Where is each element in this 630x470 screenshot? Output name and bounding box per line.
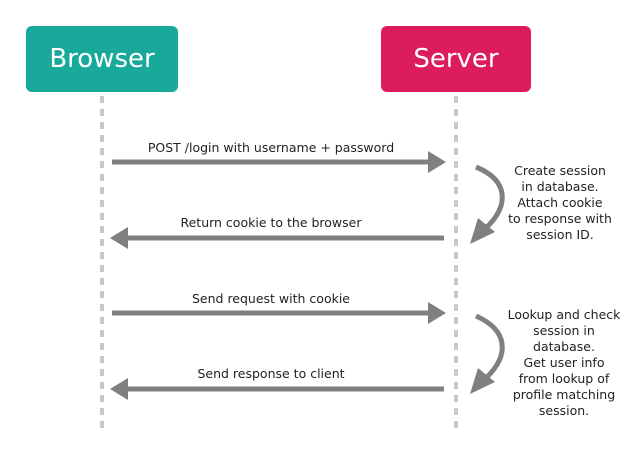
note-line: in database. xyxy=(521,179,599,194)
note-line: Create session xyxy=(514,163,606,178)
server-actor: Server xyxy=(381,26,531,92)
process-arrow-1 xyxy=(470,164,505,244)
server-note-1: Create session in database. Attach cooki… xyxy=(505,163,615,243)
server-note-2: Lookup and check session in database. Ge… xyxy=(505,307,623,419)
note-line: to response with xyxy=(508,211,612,226)
message-arrow-3 xyxy=(112,302,446,324)
note-line: Get user info xyxy=(523,355,605,370)
message-label-1: POST /login with username + password xyxy=(147,140,395,155)
note-line: Attach cookie xyxy=(517,195,603,210)
message-arrow-1 xyxy=(112,151,446,173)
note-line: session ID. xyxy=(526,227,594,242)
message-arrow-2 xyxy=(110,227,444,249)
note-line: from lookup of xyxy=(518,371,610,386)
message-label-3: Send request with cookie xyxy=(191,291,350,306)
message-label-2: Return cookie to the browser xyxy=(180,215,362,230)
note-line: database. xyxy=(533,339,595,354)
message-arrow-4 xyxy=(110,378,444,400)
note-line: Lookup and check xyxy=(507,307,621,322)
process-arrow-2 xyxy=(470,313,505,394)
note-line: profile matching xyxy=(512,387,616,402)
message-label-4: Send response to client xyxy=(197,366,345,381)
browser-label: Browser xyxy=(49,44,155,74)
note-line: session in xyxy=(533,323,595,338)
server-label: Server xyxy=(413,44,499,74)
browser-actor: Browser xyxy=(26,26,178,92)
note-line: session. xyxy=(538,403,590,418)
